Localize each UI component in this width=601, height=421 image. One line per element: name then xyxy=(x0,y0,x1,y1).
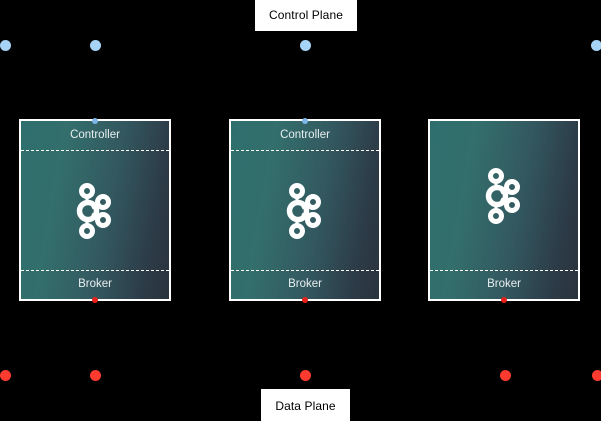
node-2-control-plane-connector[interactable] xyxy=(302,118,308,124)
node-3-broker-section: Broker xyxy=(430,270,578,299)
data-plane-dot-2[interactable] xyxy=(300,370,311,381)
node-3-body xyxy=(430,121,578,270)
data-plane-dot-0[interactable] xyxy=(0,370,11,381)
kafka-logo-icon xyxy=(76,182,111,239)
node-box-1[interactable]: Controller Broker xyxy=(19,118,171,303)
kafka-logo-icon xyxy=(485,167,520,224)
node-box-3[interactable]: Broker xyxy=(428,119,580,303)
data-plane-dot-4[interactable] xyxy=(592,370,601,381)
node-1-body xyxy=(21,151,169,270)
node-2-broker-label: Broker xyxy=(288,278,322,291)
data-plane-dot-1[interactable] xyxy=(90,370,101,381)
control-plane-dot-1[interactable] xyxy=(90,40,101,51)
node-2-controller-label: Controller xyxy=(280,128,330,141)
node-2-broker-section: Broker xyxy=(231,270,379,299)
control-plane-label: Control Plane xyxy=(255,0,357,31)
node-1-data-plane-connector[interactable] xyxy=(92,297,98,303)
node-3-data-plane-connector[interactable] xyxy=(501,297,507,303)
node-2-controller-section: Controller xyxy=(231,121,379,151)
node-2-data-plane-connector[interactable] xyxy=(302,297,308,303)
node-3-broker-label: Broker xyxy=(487,278,521,291)
control-plane-dot-3[interactable] xyxy=(591,40,601,51)
kafka-logo-icon xyxy=(286,182,321,239)
node-2-body xyxy=(231,151,379,270)
node-1-controller-section: Controller xyxy=(21,121,169,151)
node-1-control-plane-connector[interactable] xyxy=(92,118,98,124)
node-1-broker-label: Broker xyxy=(78,278,112,291)
node-box-2[interactable]: Controller Broker xyxy=(229,118,381,303)
node-1-controller-label: Controller xyxy=(70,128,120,141)
data-plane-dot-3[interactable] xyxy=(500,370,511,381)
control-plane-dot-2[interactable] xyxy=(300,40,311,51)
node-1-broker-section: Broker xyxy=(21,270,169,299)
control-plane-dot-0[interactable] xyxy=(0,40,11,51)
data-plane-label: Data Plane xyxy=(261,389,350,421)
